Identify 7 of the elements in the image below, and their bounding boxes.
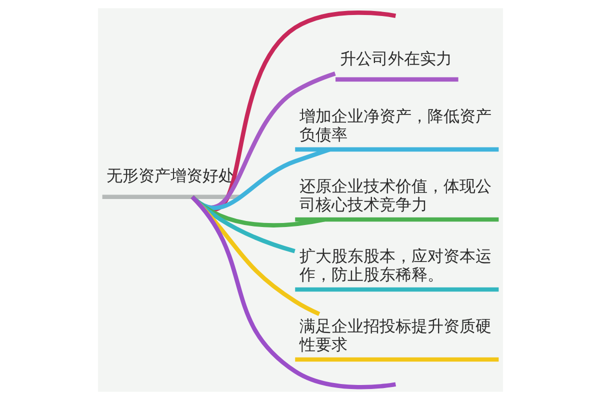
node-text: 增加企业净资产，降低资产负债率 [298, 106, 491, 144]
node-text: 扩大股东股本，应对资本运作，防止股东稀释。 [298, 246, 491, 284]
node-text: 还原企业技术价值，体现公司核心技术竞争力 [298, 176, 491, 214]
node-text: 满足企业招投标提升资质硬性要求 [298, 316, 491, 354]
node-text: 升公司外在实力 [339, 48, 452, 68]
connector [190, 195, 396, 390]
node-text: 无形资产增资好处 [106, 166, 234, 186]
